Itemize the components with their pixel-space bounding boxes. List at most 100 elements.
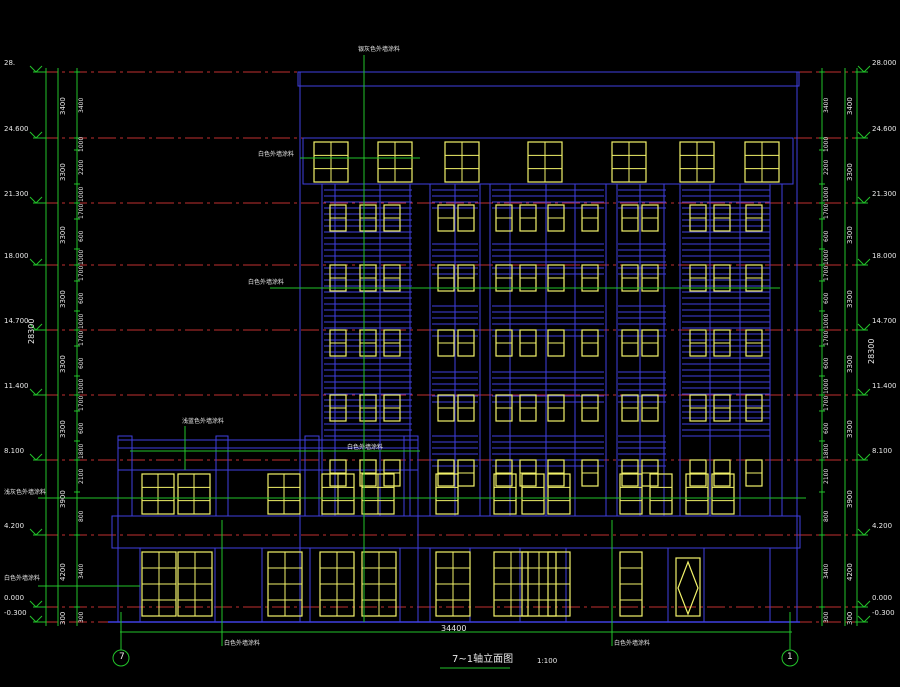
elevation-left: 24.600 (4, 125, 29, 133)
dimension-left-inner: 3300 (59, 289, 67, 308)
dimension-right-fine: 2100 (823, 468, 830, 484)
dimension-left-fine: 1000 (78, 313, 85, 329)
total-width-dimension: 34400 (441, 624, 467, 633)
axis-circle-right (781, 649, 799, 667)
annotation-upper-paint: 白色外墙涂料 (258, 151, 295, 158)
dimension-left-fine: 1000 (78, 186, 85, 202)
dimension-left-inner: 3300 (59, 226, 67, 244)
elevation-right: 28.000 (872, 59, 897, 67)
elevation-marker-right (857, 323, 871, 331)
dimension-right-fine: 1000 (823, 186, 830, 202)
dimension-right-fine: 1000 (823, 378, 830, 394)
dimension-left-fine: 1700 (78, 395, 85, 411)
dimension-right-fine: 600 (823, 357, 830, 369)
dimension-right-fine: 1700 (823, 203, 830, 219)
drawing-title: 7~1轴立面图 (452, 654, 514, 665)
elevation-marker-left (29, 196, 43, 204)
dimension-left-inner: 3300 (59, 354, 67, 373)
axis-label-left: 7 (119, 652, 125, 662)
elevation-marker-right (857, 258, 871, 266)
drawing-scale: 1:100 (537, 657, 558, 665)
dimension-left-inner: 3400 (59, 97, 67, 115)
elevation-left: 0.000 (4, 594, 25, 602)
elevation-right: 18.000 (872, 252, 897, 260)
level-lines (40, 71, 862, 623)
dimension-right-inner: 4200 (846, 563, 854, 581)
roof-parapet (297, 71, 800, 87)
canopy-band (111, 515, 801, 549)
dimension-right-fine: 300 (823, 611, 830, 623)
dimension-left-inner: 3900 (59, 489, 67, 508)
dimension-right-fine: 1800 (823, 443, 830, 459)
dimension-right-fine: 1700 (823, 265, 830, 281)
dimension-right-fine: 1700 (823, 395, 830, 411)
dimension-right-inner: 3400 (846, 97, 854, 115)
door-diamond (677, 560, 699, 616)
dimension-right-fine: 1000 (823, 249, 830, 265)
dimension-left-inner: 3300 (59, 162, 67, 181)
dimension-left-fine: 600 (78, 357, 85, 369)
elevation-marker-right (857, 528, 871, 536)
dimension-right-fine: 1000 (823, 313, 830, 329)
dimension-right-inner: 300 (846, 611, 854, 625)
elevation-left: 4.200 (4, 522, 25, 530)
dimension-right-fine: 1000 (823, 136, 830, 152)
dimension-right-inner: 3300 (846, 419, 854, 438)
elevation-right: -0.300 (872, 609, 895, 617)
dimension-left-inner: 300 (59, 611, 67, 625)
annotation-bottom-right-paint: 白色外墙涂料 (614, 640, 651, 647)
elevation-marker-right (857, 388, 871, 396)
dimension-left-fine: 3400 (78, 563, 85, 579)
window (685, 473, 709, 515)
elevation-left: 28. (4, 59, 16, 67)
elevation-marker-right (857, 453, 871, 461)
dimension-right-inner: 3300 (846, 226, 854, 244)
dimension-left-inner: 3300 (59, 419, 67, 438)
annotation-left-base-paint: 白色外墙涂料 (4, 575, 41, 582)
elevation-right: 14.700 (872, 317, 897, 325)
annotation-mid-paint: 白色外墙涂料 (248, 279, 285, 286)
elevation-right: 0.000 (872, 594, 893, 602)
annotation-left-wall-paint: 浅灰色外墙涂料 (4, 489, 47, 496)
dimension-left-fine: 1700 (78, 203, 85, 219)
elevation-marker-left (29, 600, 43, 608)
dimension-left-fine: 2100 (78, 468, 85, 484)
elevation-marker-left (29, 131, 43, 139)
elevation-left: 8.100 (4, 447, 25, 455)
annotation-top-paint: 银灰色外墙涂料 (358, 46, 401, 53)
elevation-right: 21.300 (872, 190, 897, 198)
dimension-right-inner: 3300 (846, 354, 854, 373)
elevation-left: 14.700 (4, 317, 29, 325)
dimension-right-fine: 800 (823, 510, 830, 522)
elevation-marker-left (29, 323, 43, 331)
dimension-right-fine: 600 (823, 292, 830, 304)
dimension-right-inner: 3300 (846, 289, 854, 308)
elevation-marker-left (29, 615, 43, 623)
annotation-podium-paint: 浅蓝色外墙涂料 (182, 418, 225, 425)
elevation-marker-left (29, 65, 43, 73)
dimension-right-fine: 600 (823, 230, 830, 242)
windows (141, 141, 780, 617)
window (493, 473, 517, 515)
total-height-left: 28300 (27, 318, 36, 344)
elevation-left: 21.300 (4, 190, 29, 198)
elevation-marker-left (29, 528, 43, 536)
elevation-right: 4.200 (872, 522, 893, 530)
dimension-left-fine: 600 (78, 292, 85, 304)
elevation-marker-right (857, 65, 871, 73)
axis-label-right: 1 (787, 652, 793, 662)
elevation-right: 11.400 (872, 382, 897, 390)
dimension-right-fine: 2200 (823, 159, 830, 175)
elevation-marker-right (857, 196, 871, 204)
dimension-right-fine: 1700 (823, 330, 830, 346)
elevation-marker-right (857, 600, 871, 608)
dimension-left-fine: 800 (78, 510, 85, 522)
window (521, 473, 545, 515)
dimension-left-fine: 1700 (78, 330, 85, 346)
elevation-right: 24.600 (872, 125, 897, 133)
annotation-bottom-left-paint: 白色外墙涂料 (224, 640, 261, 647)
dimension-left-fine: 600 (78, 230, 85, 242)
dimension-left-fine: 1800 (78, 443, 85, 459)
podium-pillar (117, 435, 133, 517)
dimension-right-fine: 3400 (823, 97, 830, 113)
